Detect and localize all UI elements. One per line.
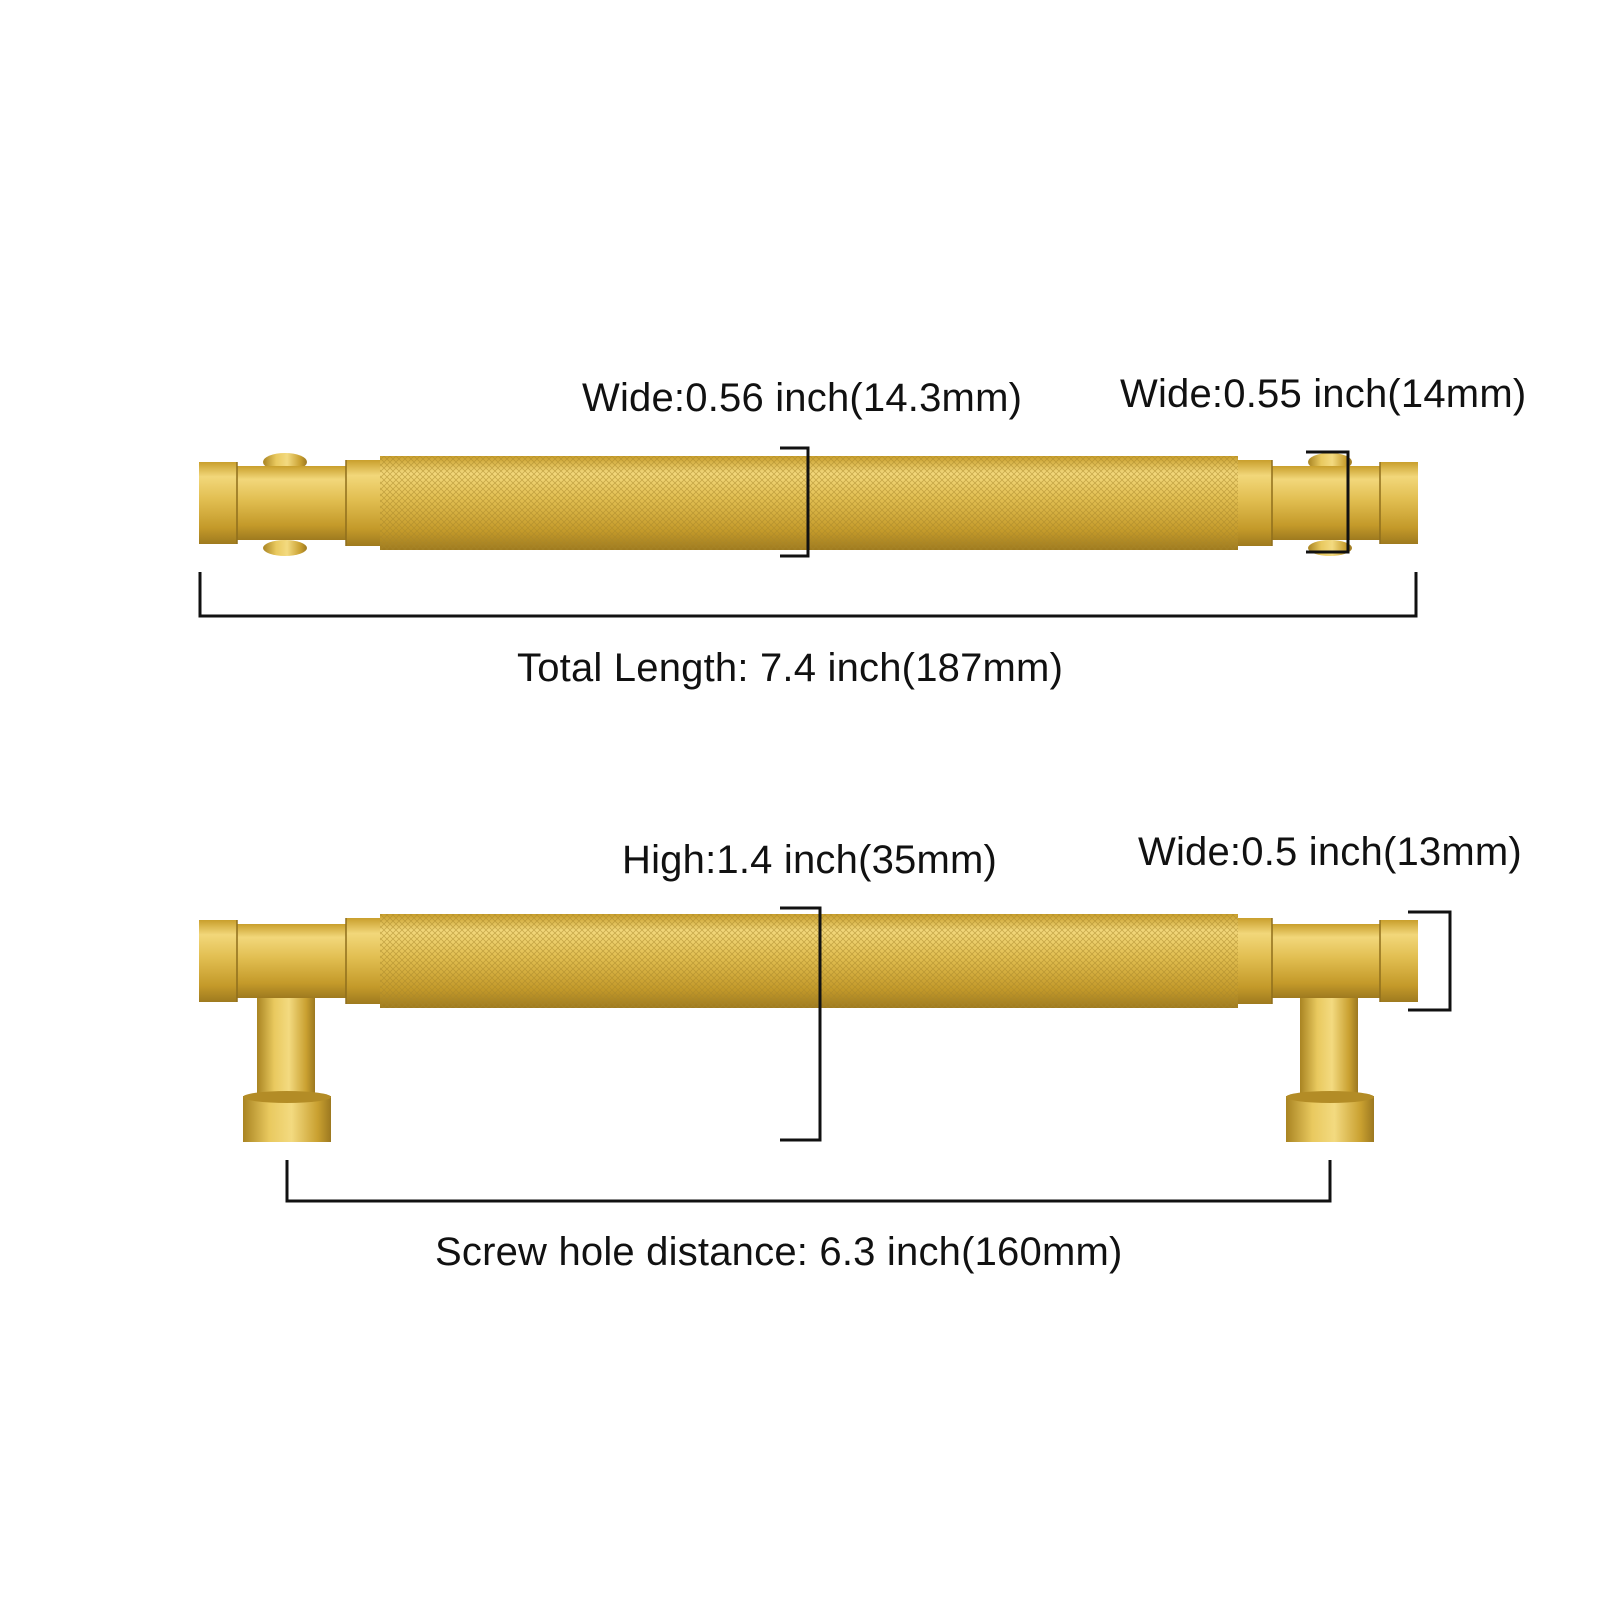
top-center-width-label: Wide:0.56 inch(14.3mm) [582,376,1023,420]
side-right-base [1286,1096,1374,1142]
top-end-width-label: Wide:0.55 inch(14mm) [1120,372,1527,416]
top-left-ring [346,460,380,546]
side-left-post [257,988,315,1108]
side-end-width-bracket [1408,910,1452,1012]
top-right-post-bottom [1308,540,1352,556]
top-right-cap [1380,462,1418,544]
side-left-ring [346,918,380,1004]
total-length-bracket [198,572,1418,618]
height-bracket [780,906,822,1142]
top-left-collar [237,466,346,540]
screw-hole-label: Screw hole distance: 6.3 inch(160mm) [435,1230,1123,1274]
top-left-cap [199,462,237,544]
side-left-base [243,1096,331,1142]
side-right-ring [1238,918,1272,1004]
side-end-width-label: Wide:0.5 inch(13mm) [1138,830,1522,874]
total-length-label: Total Length: 7.4 inch(187mm) [517,646,1064,690]
side-right-cap [1380,920,1418,1002]
height-label: High:1.4 inch(35mm) [622,838,998,882]
top-end-width-bracket [1306,450,1350,554]
side-left-cap [199,920,237,1002]
side-left-collar [237,924,346,998]
side-right-collar [1272,924,1380,998]
top-center-width-bracket [780,446,810,558]
top-right-ring [1238,460,1272,546]
top-left-post-bottom [263,540,307,556]
side-right-post [1300,988,1358,1108]
top-right-collar [1272,466,1380,540]
side-handle [199,914,1418,1142]
screw-hole-bracket [285,1160,1332,1203]
